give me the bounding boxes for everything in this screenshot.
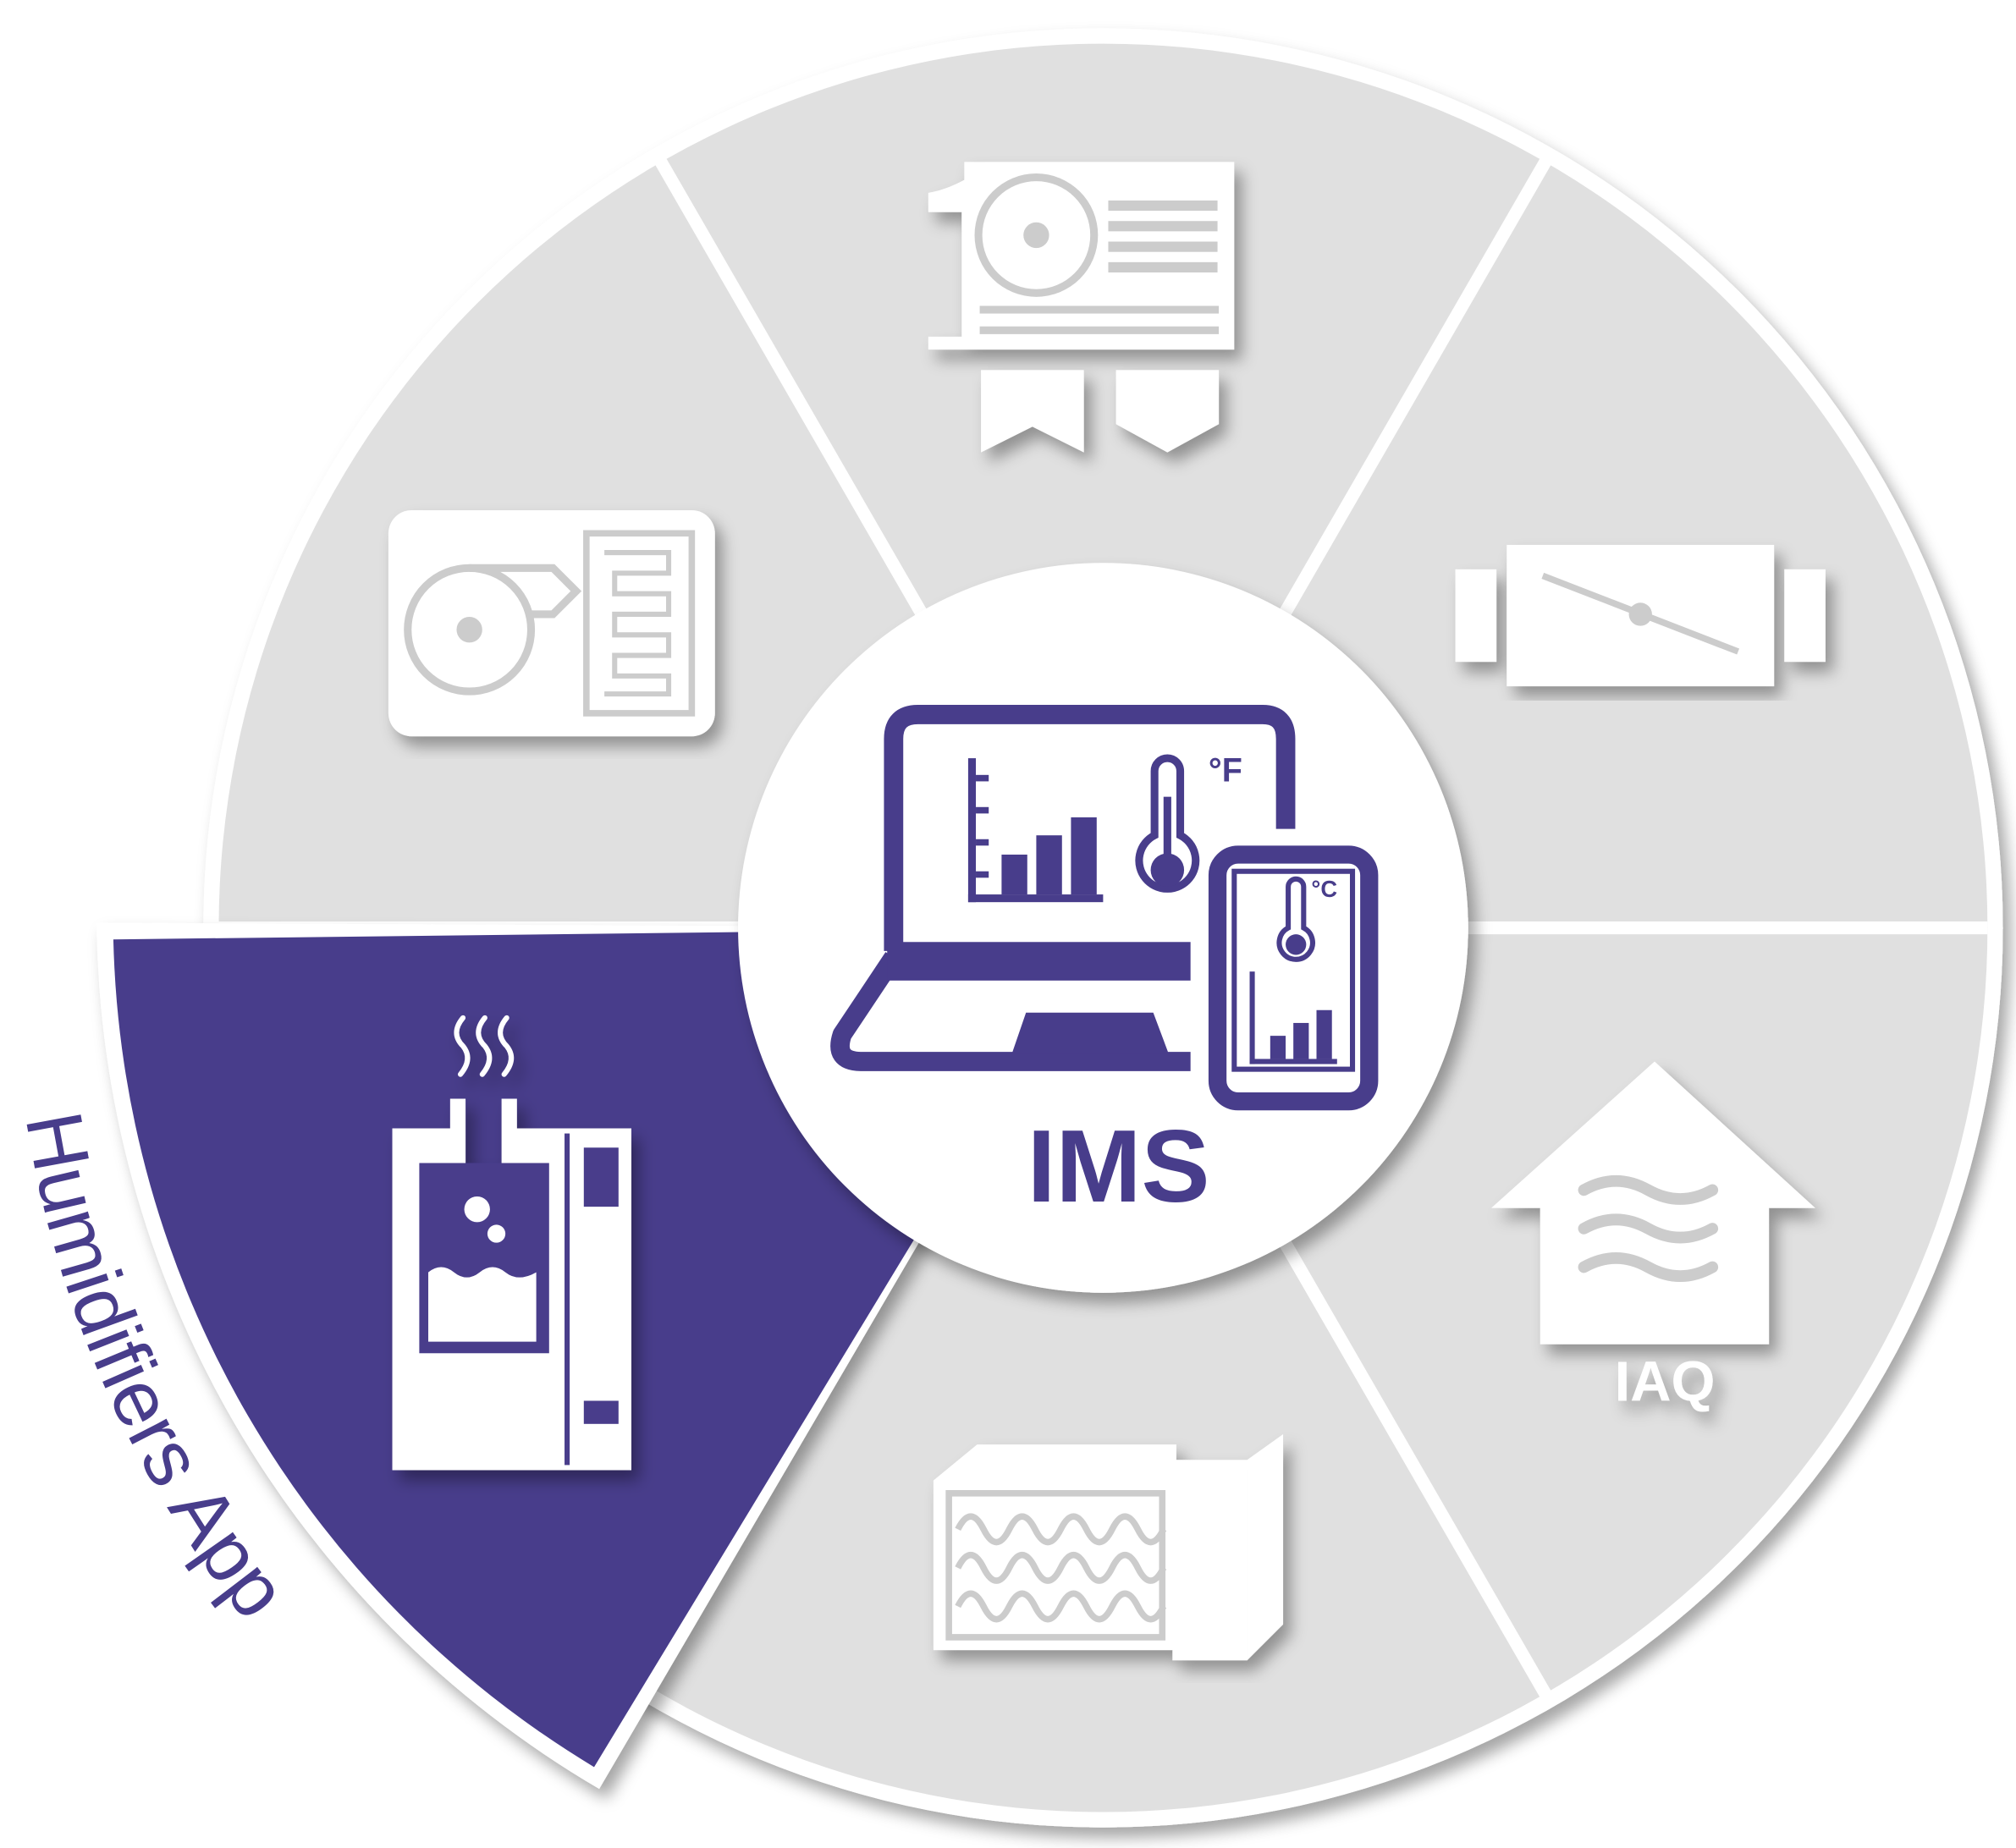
tablet-icon: °C [1208, 845, 1379, 1111]
fahrenheit-label: °F [1209, 751, 1242, 789]
segment-damper[interactable] [1455, 544, 1826, 687]
ims-hub[interactable]: °F °C IMS [738, 563, 1468, 1293]
humidifier-icon [392, 1015, 631, 1471]
segment-heat-recovery-unit[interactable] [388, 509, 715, 737]
thermometer-icon: °F [1135, 751, 1242, 893]
segment-air-handling-unit[interactable] [928, 162, 1235, 453]
segment-filter-unit[interactable] [933, 1433, 1284, 1661]
ims-title: IMS [1027, 1108, 1210, 1224]
laptop-icon [830, 705, 1296, 1071]
segment-iaq[interactable]: IAQ [1491, 1061, 1815, 1414]
heat-recovery-icon [388, 509, 715, 737]
house-icon [1491, 1061, 1815, 1345]
iaq-label: IAQ [1615, 1350, 1716, 1413]
bar-chart-icon [967, 758, 1104, 903]
celsius-label: °C [1311, 876, 1337, 902]
